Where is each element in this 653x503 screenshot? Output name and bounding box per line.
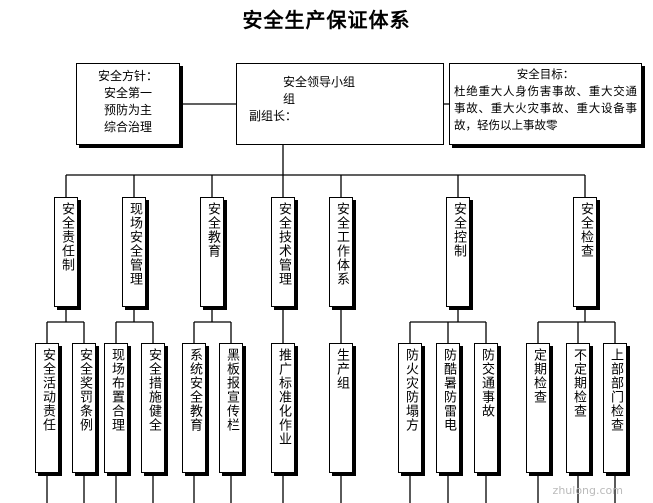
- branch-node: 现场安全管理: [122, 197, 146, 307]
- branch-node-label: 现场安全管理: [127, 202, 142, 286]
- branch-node: 安全技术管理: [271, 197, 295, 307]
- leader-line: 安全领导小组: [283, 75, 356, 89]
- leaf-node: 系统安全教育: [182, 343, 206, 473]
- leaf-node: 安全奖罚条例: [72, 343, 96, 473]
- leaf-node-label: 安全奖罚条例: [77, 348, 92, 432]
- leader-box: 安全领导小组 组 副组长：: [236, 63, 444, 145]
- leaf-node-label: 推广标准化作业: [276, 348, 291, 446]
- leaf-node: 上部部门检查: [603, 343, 627, 473]
- policy-line: 预防为主: [103, 103, 152, 117]
- goal-text: 杜绝重大人身伤害事故、重大交通事故、重大火灾事故、重大设备事故，轻伤以上事故零: [454, 84, 637, 132]
- leaf-node: 生产组: [329, 343, 353, 473]
- leaf-node-label: 系统安全教育: [187, 348, 202, 432]
- leaf-node-label: 安全措施健全: [146, 348, 161, 432]
- watermark: zhulong.com: [552, 484, 623, 497]
- leaf-node-label: 防交通事故: [479, 348, 494, 418]
- policy-line: 安全方针：: [97, 69, 158, 83]
- branch-node-label: 安全技术管理: [276, 202, 291, 286]
- leader-line: 副组长：: [249, 109, 298, 123]
- leaf-node-label: 安全活动责任: [40, 348, 55, 432]
- policy-line: 综合治理: [103, 120, 152, 134]
- leaf-node: 不定期检查: [566, 343, 590, 473]
- leaf-node: 推广标准化作业: [271, 343, 295, 473]
- policy-line: 安全第一: [103, 86, 152, 100]
- leaf-node-label: 上部部门检查: [608, 348, 623, 432]
- branch-node: 安全责任制: [54, 197, 78, 307]
- leaf-node-label: 防火灾防塌方: [403, 348, 418, 432]
- goal-box: 安全目标： 杜绝重大人身伤害事故、重大交通事故、重大火灾事故、重大设备事故，轻伤…: [449, 63, 642, 145]
- branch-node-label: 安全控制: [451, 202, 466, 258]
- branch-node: 安全教育: [200, 197, 224, 307]
- branch-node-label: 安全责任制: [59, 202, 74, 272]
- leaf-node: 现场布置合理: [104, 343, 128, 473]
- leaf-node-label: 防酷暑防雷电: [441, 348, 456, 432]
- branch-node: 安全工作体系: [329, 197, 353, 307]
- leaf-node-label: 定期检查: [531, 348, 546, 404]
- leader-line: 组: [283, 92, 296, 106]
- goal-title: 安全目标：: [516, 67, 575, 81]
- leaf-node-label: 黑板报宣传栏: [224, 348, 239, 432]
- leaf-node: 黑板报宣传栏: [219, 343, 243, 473]
- leaf-node-label: 不定期检查: [571, 348, 586, 418]
- branch-node: 安全检查: [573, 197, 597, 307]
- leaf-node-label: 生产组: [334, 348, 349, 390]
- leaf-node-label: 现场布置合理: [109, 348, 124, 432]
- branch-node-label: 安全检查: [578, 202, 593, 258]
- branch-node: 安全控制: [446, 197, 470, 307]
- leaf-node: 防酷暑防雷电: [436, 343, 460, 473]
- page-title: 安全生产保证体系: [242, 8, 411, 32]
- branch-node-label: 安全工作体系: [334, 202, 349, 286]
- leaf-node: 安全措施健全: [141, 343, 165, 473]
- leaf-node: 定期检查: [526, 343, 550, 473]
- leaf-node: 防火灾防塌方: [398, 343, 422, 473]
- branch-node-label: 安全教育: [205, 202, 220, 258]
- policy-box: 安全方针： 安全第一 预防为主 综合治理: [76, 63, 180, 145]
- leaf-node: 安全活动责任: [35, 343, 59, 473]
- leaf-node: 防交通事故: [474, 343, 498, 473]
